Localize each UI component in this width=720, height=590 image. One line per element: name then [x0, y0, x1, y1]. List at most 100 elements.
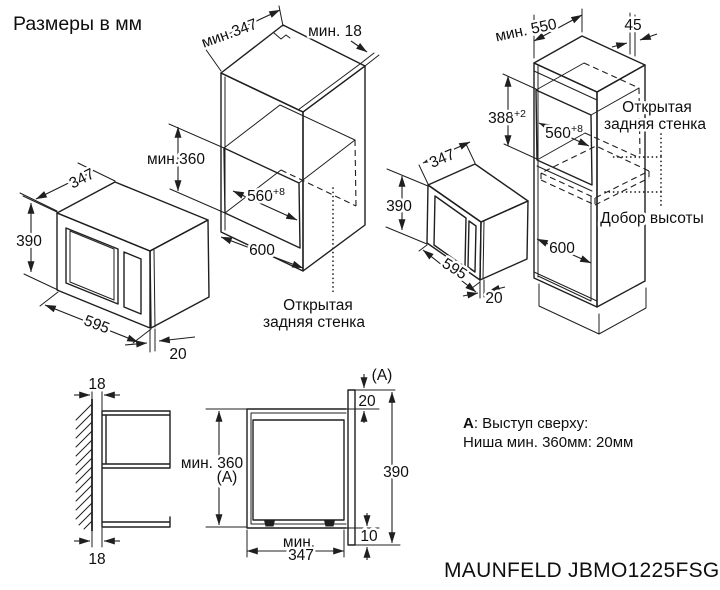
- dim-label-bottom-overlap: 10: [360, 528, 378, 545]
- page-title: Размеры в мм: [13, 13, 142, 35]
- dim-label-column-base-height: 600: [549, 240, 575, 257]
- dim-label-column-niche-height: 388+2: [488, 108, 526, 127]
- dim-label-oven-frame: 20: [169, 346, 187, 363]
- dim-label-oven-height: 390: [16, 233, 42, 250]
- dim-oven2-width: [422, 249, 477, 293]
- ext-line: [205, 408, 248, 528]
- oven-door-window-inner: [69, 230, 115, 301]
- niche-cabinet-drawing: мин.347 мин. 18 мин.360 560+8 600 Открыт…: [144, 5, 380, 334]
- ext-line: [168, 123, 226, 214]
- cabinet-front-face: [220, 72, 304, 272]
- wall-hatching: [75, 403, 93, 530]
- section-drawing: (А) 20 390 10 мин. 360 (А) мин. 347: [178, 365, 411, 567]
- column-niche-opening: [535, 89, 593, 186]
- column-open-back-label-1: Открытая: [622, 99, 692, 116]
- dim-label-section-min-height-ref: (А): [217, 469, 238, 486]
- cabinet-section-profile: [101, 410, 171, 528]
- oven2-top-face: [427, 163, 529, 223]
- dim-arrow: [462, 291, 479, 299]
- oven-side-face: [149, 219, 210, 329]
- ext-line: [201, 5, 284, 72]
- column-cabinet-drawing: мин. 550 45 388+2 560+8 600 Открытая зад…: [486, 8, 709, 335]
- oven-foot: [264, 520, 275, 527]
- dim-column-cut-width: [538, 122, 590, 147]
- dim-arrow: [488, 284, 506, 292]
- dim-column-base-height: [536, 238, 592, 264]
- model-name: MAUNFELD JBMO1225FSG: [444, 559, 720, 582]
- leader-dotted: [601, 133, 662, 206]
- open-back-label-2: задняя стенка: [263, 314, 365, 331]
- dim-label-oven2-height: 390: [386, 198, 412, 215]
- oven-door-edge: [153, 249, 156, 328]
- dim-label-wall-bottom-gap: 18: [88, 551, 105, 568]
- dim-niche-width: [220, 236, 304, 269]
- column-niche-ceiling: [535, 62, 640, 116]
- leader-arrow: [350, 40, 368, 53]
- dim-oven-width: [44, 304, 139, 343]
- section-niche: [246, 408, 347, 529]
- ext-line: [19, 162, 116, 212]
- column-front-face: [533, 62, 598, 308]
- cabinet-side-face: [302, 65, 366, 272]
- column-top-rail: [533, 70, 598, 101]
- dim-niche-min-depth: [204, 9, 281, 46]
- niche-ceiling: [223, 104, 356, 184]
- dim-label-niche-min-gap: мин. 18: [308, 23, 362, 40]
- dim-label-niche-cut-width: 560+8: [247, 186, 285, 205]
- column-plinth: [538, 283, 647, 335]
- dim-oven2-depth: [422, 141, 471, 164]
- dim-label-section-depth-1: мин.: [283, 534, 315, 551]
- oven2-control-panel: [467, 220, 477, 273]
- ext-line: [91, 385, 103, 411]
- open-back-edges: [280, 139, 357, 207]
- note-line-1: А: Выступ сверху:: [463, 415, 588, 432]
- column-top-face: [533, 35, 646, 93]
- oven2-door-edge: [482, 220, 485, 280]
- wall-gap-drawing: 18 18: [74, 374, 171, 571]
- dim-label-column-min-depth: мин. 550: [494, 16, 559, 46]
- dim-label-section-min-height: мин. 360: [181, 455, 244, 472]
- dim-label-oven-depth: 347: [67, 166, 98, 193]
- back-notch: [273, 32, 291, 40]
- dim-label-section-depth-2: 347: [288, 547, 314, 564]
- ext-line: [479, 279, 485, 299]
- column-open-back-top: [583, 62, 641, 159]
- oven2-door-face: [426, 184, 482, 281]
- dim-label-oven2-frame: 20: [485, 290, 503, 307]
- section-door-panel: [347, 389, 356, 546]
- note-line-2: Ниша мин. 360мм: 20мм: [463, 434, 633, 451]
- note-block: А: Выступ сверху: Ниша мин. 360мм: 20мм: [463, 415, 633, 451]
- dim-column-min-depth: [533, 14, 583, 42]
- cabinet-side-top-inner: [297, 63, 361, 111]
- dim-label-top-overlap: 20: [358, 393, 376, 410]
- open-back-label-1: Открытая: [283, 297, 353, 314]
- oven-door-window: [65, 227, 119, 305]
- dim-label-niche-min-depth: мин.347: [199, 16, 259, 52]
- filler-label: Добор высоты: [600, 210, 704, 227]
- section-niche-inner: [250, 412, 347, 525]
- section-oven-body: [252, 419, 345, 521]
- panel-edge-extension: [359, 52, 380, 67]
- dim-arrow: [158, 336, 196, 344]
- oven-door-face: [56, 212, 151, 329]
- dim-label-niche-min-height: мин.360: [147, 151, 205, 168]
- column-niche-floor-back: [584, 132, 641, 159]
- oven-control-panel: [123, 251, 142, 315]
- dim-arrow: [639, 33, 658, 41]
- dim-oven-depth: [35, 170, 94, 200]
- ext-line: [91, 527, 103, 548]
- column-shelf-edge: [536, 165, 593, 192]
- dim-label-oven-width: 595: [81, 312, 111, 337]
- dim-label-top-ref: (А): [372, 367, 393, 384]
- ext-line: [385, 168, 429, 245]
- ext-line: [629, 12, 636, 57]
- inserted-oven-drawing: 347 390 595 20: [384, 141, 529, 310]
- dim-arrow: [124, 340, 148, 348]
- oven2-side-face: [479, 200, 529, 281]
- ext-line: [149, 328, 156, 353]
- dim-label-column-cut-width: 560+8: [545, 123, 583, 142]
- ext-line: [345, 389, 401, 546]
- dim-label-column-top-gap: 45: [624, 17, 641, 34]
